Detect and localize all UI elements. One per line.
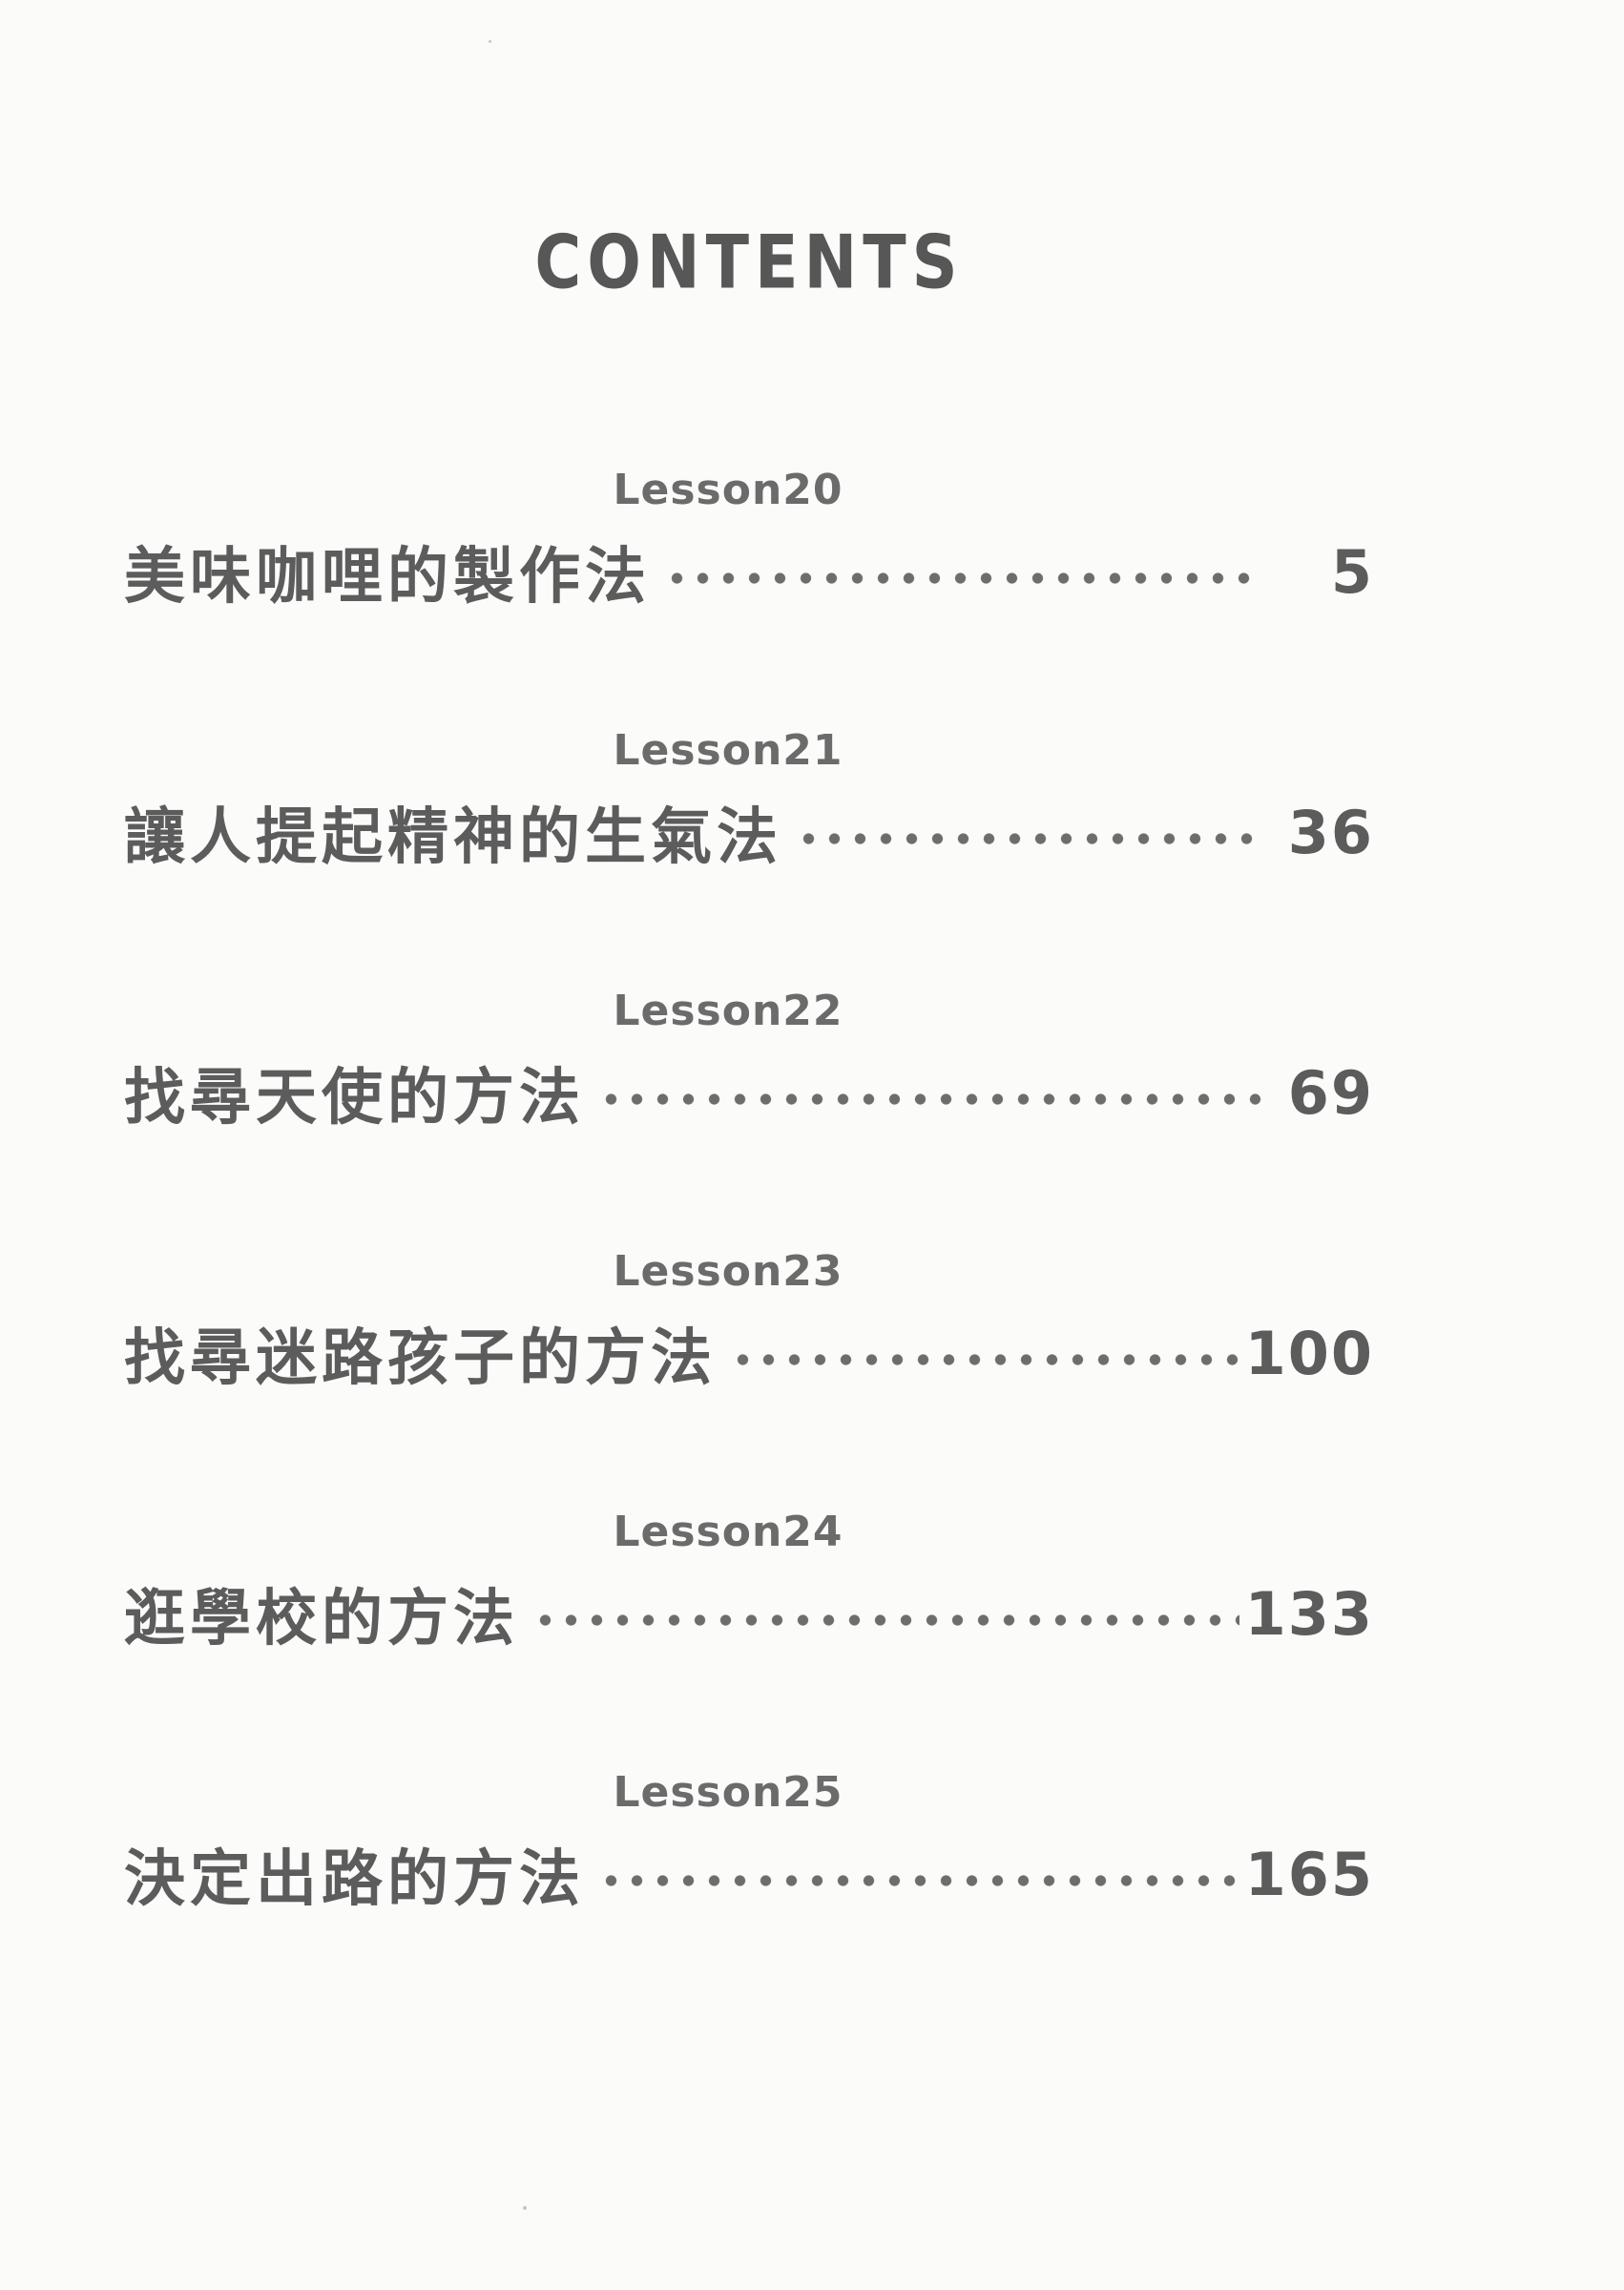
toc-entry-lesson23: Lesson23 找尋迷路孩子的方法 100: [124, 1247, 1374, 1397]
page-number: 133: [1244, 1578, 1374, 1649]
lesson-number-label: Lesson25: [613, 1768, 843, 1817]
toc-entry-row: 找尋天使的方法 69: [124, 1049, 1374, 1136]
lesson-title: 讓人提起精神的生氣法: [124, 802, 782, 873]
toc-entry-row: 讓人提起精神的生氣法 36: [124, 788, 1374, 876]
toc-entry-row: 找尋迷路孩子的方法 100: [124, 1309, 1374, 1397]
lesson-title: 美味咖哩的製作法: [124, 542, 651, 613]
dot-leader: [532, 1613, 1239, 1628]
toc-entry-lesson24: Lesson24 逛學校的方法 133: [124, 1508, 1374, 1657]
lesson-title: 找尋迷路孩子的方法: [124, 1323, 717, 1394]
dot-leader: [664, 571, 1263, 586]
toc-entry-row: 逛學校的方法 133: [124, 1570, 1374, 1657]
toc-entry-lesson22: Lesson22 找尋天使的方法 69: [124, 987, 1374, 1136]
page-number: 100: [1244, 1318, 1374, 1388]
toc-entry-lesson21: Lesson21 讓人提起精神的生氣法 36: [124, 726, 1374, 876]
lesson-number-label: Lesson22: [613, 987, 843, 1035]
lesson-title: 找尋天使的方法: [124, 1063, 585, 1134]
page-number: 36: [1287, 797, 1374, 867]
dot-leader: [730, 1352, 1239, 1367]
page-number: 69: [1287, 1057, 1374, 1128]
toc-entry-row: 決定出路的方法 165: [124, 1830, 1374, 1918]
lesson-title: 決定出路的方法: [124, 1844, 585, 1915]
table-of-contents: Lesson20 美味咖哩的製作法 5 Lesson21 讓人提起精神的生氣法 …: [124, 466, 1374, 1918]
lesson-number-label: Lesson21: [613, 726, 843, 775]
toc-entry-lesson20: Lesson20 美味咖哩的製作法 5: [124, 466, 1374, 615]
scan-speck: [523, 2206, 527, 2210]
dot-leader: [598, 1092, 1263, 1107]
dot-leader: [598, 1873, 1239, 1888]
lesson-number-label: Lesson23: [613, 1247, 843, 1296]
scan-speck: [489, 40, 491, 43]
dot-leader: [796, 831, 1263, 846]
toc-entry-lesson25: Lesson25 決定出路的方法 165: [124, 1768, 1374, 1918]
lesson-number-label: Lesson24: [613, 1508, 843, 1556]
lesson-number-label: Lesson20: [613, 466, 843, 514]
page-title: CONTENTS: [534, 219, 964, 306]
page-number: 5: [1330, 536, 1374, 607]
toc-entry-row: 美味咖哩的製作法 5: [124, 528, 1374, 615]
page-number: 165: [1244, 1839, 1374, 1909]
lesson-title: 逛學校的方法: [124, 1584, 519, 1655]
